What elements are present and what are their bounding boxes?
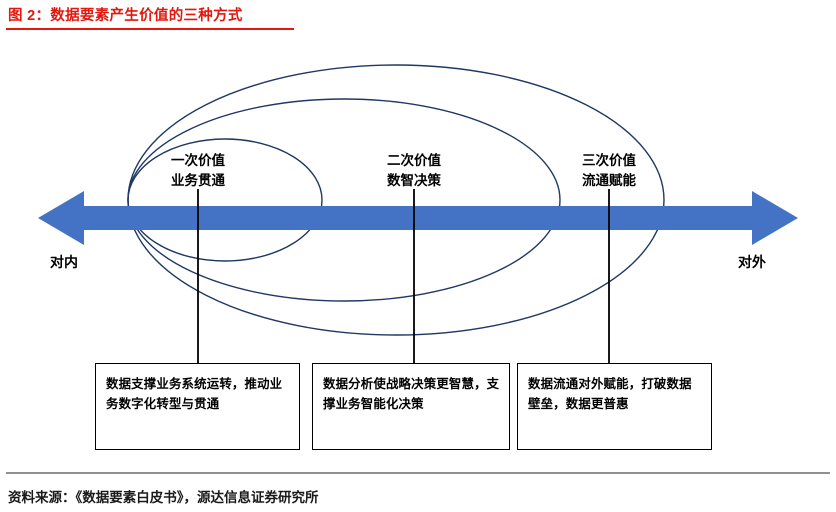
stage-label-1-line1: 一次价值 [171,153,225,169]
figure-footer: 资料来源：《数据要素白皮书》，源达信息证券研究所 [0,468,836,512]
description-box-1: 数据支撑业务系统运转，推动业务数字化转型与贯通 [95,363,300,450]
value-ellipses [127,64,665,336]
stage-label-2: 二次价值 数智决策 [354,152,474,191]
stage-label-1: 一次价值 业务贯通 [138,152,258,191]
description-box-2: 数据分析使战略决策更智慧，支撑业务智能化决策 [312,363,510,450]
header-divider [6,28,294,30]
arrow-shape [38,191,798,245]
diagram-graphics [38,64,798,363]
axis-label-inward: 对内 [50,255,78,271]
diagram-canvas: 一次价值 业务贯通 二次价值 数智决策 三次价值 流通赋能 对内 对外 数据支撑… [0,34,836,468]
ellipse-inner [127,138,323,262]
description-box-3: 数据流通对外赋能，打破数据壁垒，数据更普惠 [517,363,712,450]
ellipse-outer [127,64,665,336]
axis-label-outward: 对外 [738,255,766,271]
stage-label-2-line1: 二次价值 [387,153,441,169]
ellipse-middle [127,98,561,302]
stage-connectors [197,189,610,363]
stage-label-3-line1: 三次价值 [582,153,636,169]
figure-header: 图 2：数据要素产生价值的三种方式 [0,0,836,34]
source-note: 资料来源：《数据要素白皮书》，源达信息证券研究所 [8,490,319,505]
stage-label-1-line2: 业务贯通 [171,172,225,189]
stage-label-3-line2: 流通赋能 [582,172,636,189]
inward-outward-arrow [38,191,798,245]
footer-divider [6,472,830,474]
stage-label-2-line2: 数智决策 [387,172,441,189]
page-title: 图 2：数据要素产生价值的三种方式 [8,8,243,24]
stage-label-3: 三次价值 流通赋能 [549,152,669,191]
